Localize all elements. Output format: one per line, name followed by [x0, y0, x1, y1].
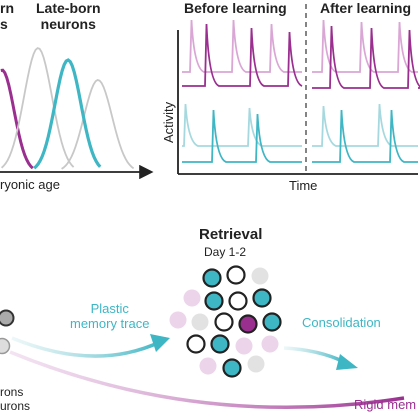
- retrieval-cell: [199, 357, 217, 375]
- retrieval-cell: [204, 291, 224, 311]
- retrieval-cell: [186, 334, 206, 354]
- before-learning-label: Before learning: [184, 0, 287, 16]
- retrieval-cell: [191, 313, 209, 331]
- after-trace-magenta: [312, 25, 420, 89]
- retrieval-cell: [247, 355, 265, 373]
- before-trace-magenta-light: [182, 19, 302, 73]
- neuron-cell: [0, 337, 11, 355]
- gray-curve-1: [0, 47, 75, 169]
- early-born-curve: [0, 68, 34, 170]
- before-trace-teal-light: [182, 103, 302, 147]
- after-trace-magenta-light: [312, 19, 418, 73]
- activity-axis-label: Activity: [161, 101, 176, 143]
- before-trace-teal: [182, 109, 302, 163]
- retrieval-cell: [183, 289, 201, 307]
- embryonic-age-axis-label: ryonic age: [0, 177, 60, 192]
- retrieval-cell: [262, 312, 282, 332]
- after-trace-teal: [312, 109, 418, 163]
- plastic-arrowhead: [150, 334, 170, 352]
- rigid-memory-trajectory: [9, 350, 405, 410]
- retrieval-cell: [202, 268, 222, 288]
- early-born-label: rn s: [0, 0, 14, 33]
- consolidation-label: Consolidation: [302, 315, 381, 330]
- retrieval-cell: [228, 291, 248, 311]
- retrieval-subtitle: Day 1-2: [204, 245, 247, 259]
- rigid-memory-label: Rigid mem: [354, 397, 417, 412]
- plastic-trajectory: [11, 336, 161, 358]
- retrieval-title: Retrieval: [199, 226, 263, 243]
- after-trace-teal-light: [312, 103, 418, 147]
- neuron-cell: [0, 309, 15, 327]
- after-learning-label: After learning: [320, 0, 412, 16]
- late-born-curve: [33, 58, 102, 170]
- neurons-legend-label: rons urons: [0, 385, 31, 413]
- plastic-memory-trace-label: Plastic memory trace: [70, 301, 150, 331]
- consolidation-arrowhead: [336, 354, 358, 370]
- retrieval-cell: [238, 314, 258, 334]
- retrieval-cell: [261, 335, 279, 353]
- retrieval-cell: [226, 265, 246, 285]
- retrieval-cell: [214, 312, 234, 332]
- retrieval-cell: [169, 311, 187, 329]
- time-axis-label: Time: [289, 178, 318, 193]
- gray-curve-2: [61, 79, 135, 170]
- retrieval-cell: [251, 267, 269, 285]
- before-trace-magenta: [182, 23, 303, 87]
- consolidation-trajectory: [283, 346, 345, 364]
- retrieval-cell: [252, 288, 272, 308]
- retrieval-cell: [210, 334, 230, 354]
- retrieval-cell: [235, 337, 253, 355]
- late-born-label: Late-born neurons: [36, 0, 101, 33]
- retrieval-cell: [222, 358, 242, 378]
